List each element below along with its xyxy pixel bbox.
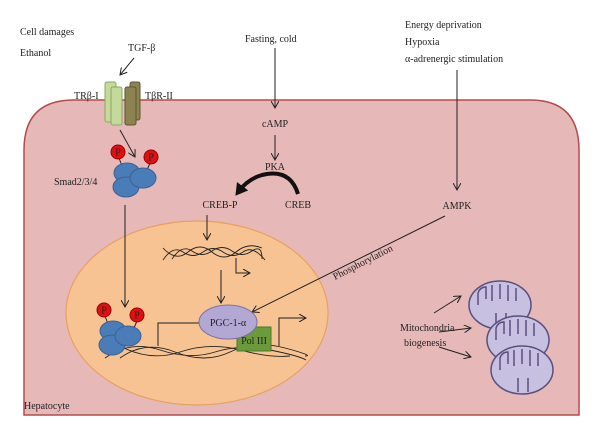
dna-target-gene xyxy=(104,344,308,361)
label-hypoxia: Hypoxia xyxy=(405,37,440,48)
smad-complex: P P xyxy=(110,144,159,198)
arrow-mito-1 xyxy=(433,296,461,314)
arrow-receptor-smad xyxy=(119,129,135,157)
label-cell-damages: Cell damages xyxy=(20,27,74,38)
smad-complex-nuclear: P P xyxy=(96,302,145,356)
label-ampk: AMPK xyxy=(443,201,473,212)
label-ethanol: Ethanol xyxy=(20,48,51,59)
label-energy: Energy deprivation xyxy=(405,20,482,31)
label-alpha: α-adrenergic stimulation xyxy=(405,54,503,65)
arrow-mito-3 xyxy=(438,346,471,357)
arrow-transcription-top xyxy=(235,258,250,273)
cristae xyxy=(499,349,539,392)
nucleus xyxy=(65,220,329,406)
label-tgf-beta: TGF-β xyxy=(128,43,155,54)
label-hepatocyte: Hepatocyte xyxy=(24,401,70,412)
label-camp: cAMP xyxy=(262,119,289,130)
phospho-icon xyxy=(110,144,126,160)
receptor-tbr2 xyxy=(124,81,141,126)
cristae xyxy=(495,319,535,362)
label-creb: CREB xyxy=(285,200,311,211)
label-tbr-2: TβR-II xyxy=(145,91,173,102)
arrow-ampk-pgc xyxy=(252,215,446,312)
receptor-tbr1 xyxy=(104,81,123,126)
label-tr-beta-1: TRβ-I xyxy=(74,91,99,102)
arrow-tgf xyxy=(120,57,135,75)
label-fasting: Fasting, cold xyxy=(245,34,297,45)
inhibition-line xyxy=(157,322,204,346)
label-pka: PKA xyxy=(265,162,286,173)
svg-text:P: P xyxy=(115,148,121,159)
arrow-creb-phosphorylation xyxy=(235,171,300,196)
mitochondria-icon xyxy=(468,280,554,395)
cristae xyxy=(477,284,517,327)
pgc-1-alpha xyxy=(198,304,258,340)
svg-text:P: P xyxy=(134,311,140,322)
phospho-icon xyxy=(143,149,159,165)
arrow-transcription-bottom xyxy=(278,318,306,346)
svg-text:P: P xyxy=(101,306,107,317)
phospho-icon xyxy=(96,302,112,318)
label-mitochondria: Mitochondria xyxy=(400,323,455,334)
arrow-mito-2 xyxy=(438,328,471,332)
label-creb-p: CREB-P xyxy=(202,200,237,211)
phospho-icon xyxy=(129,307,145,323)
label-biogenesis: biogenesis xyxy=(404,338,446,349)
svg-text:P: P xyxy=(148,153,154,164)
label-pgc: PGC-1-α xyxy=(210,318,247,329)
label-pol: Pol III xyxy=(241,336,267,347)
label-smad: Smad2/3/4 xyxy=(54,177,97,188)
dna-pgc-gene xyxy=(162,245,266,261)
